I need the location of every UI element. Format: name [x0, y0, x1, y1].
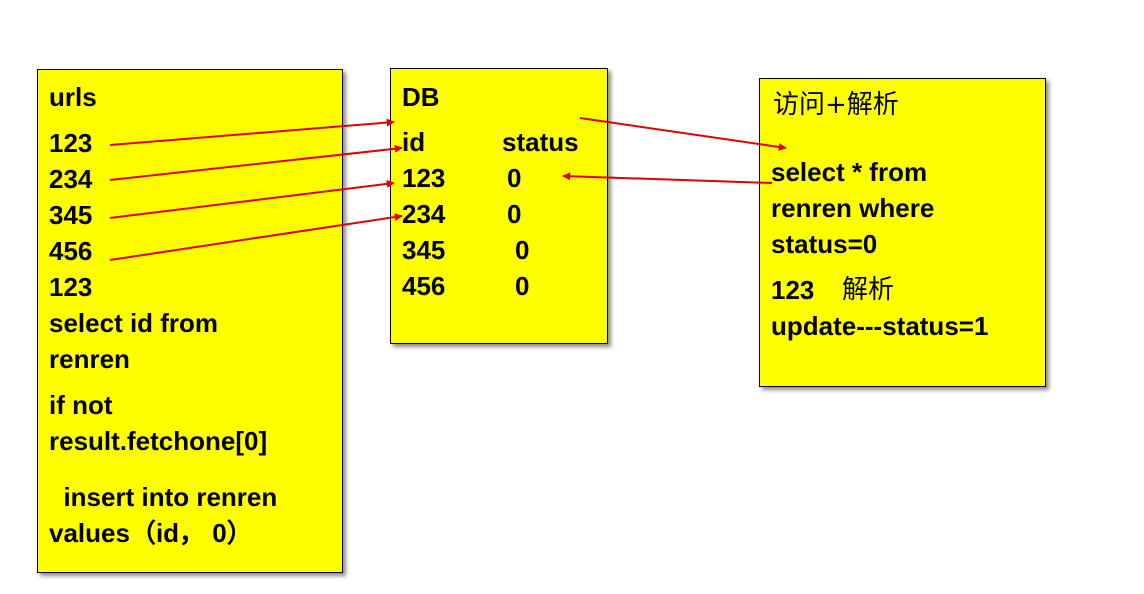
- url-id-1: 123: [49, 128, 93, 158]
- arrow-url-345-to-db: [109, 179, 395, 219]
- db-row-1-status: 0: [507, 163, 522, 193]
- db-row-4-status: 0: [515, 271, 530, 301]
- url-id-5: 123: [49, 272, 93, 302]
- urls-insert-line-2: values（id， 0）: [49, 518, 253, 548]
- db-row-2-status: 0: [507, 199, 522, 229]
- parse-title: 访问+解析: [773, 90, 899, 120]
- arrow-url-234-to-db: [109, 144, 403, 181]
- parse-update-line: update---status=1: [771, 311, 989, 341]
- urls-query-line-2: renren: [49, 344, 130, 374]
- url-id-2: 234: [49, 164, 93, 194]
- arrow-db-to-parse: [579, 117, 787, 151]
- parse-line-id: 123: [771, 275, 815, 305]
- url-id-4: 456: [49, 236, 93, 266]
- db-row-4-id: 456: [402, 271, 446, 301]
- urls-cond-line-1: if not: [49, 390, 113, 420]
- urls-insert-line-1: insert into renren: [49, 482, 278, 512]
- db-row-3-status: 0: [515, 235, 530, 265]
- urls-title: urls: [49, 82, 97, 112]
- urls-query-line-1: select id from: [49, 308, 219, 338]
- db-title: DB: [402, 82, 440, 112]
- parse-line-text: 解析: [842, 275, 895, 305]
- db-col-id: id: [402, 127, 426, 157]
- db-box: [390, 68, 608, 344]
- urls-box: [37, 69, 343, 573]
- db-row-3-id: 345: [402, 235, 446, 265]
- db-row-2-id: 234: [402, 199, 446, 229]
- parse-box: [759, 78, 1046, 387]
- urls-cond-line-2: result.fetchone[0]: [49, 426, 268, 456]
- parse-query-line-2: renren where: [771, 193, 935, 223]
- arrow-url-123-to-db: [109, 118, 395, 146]
- parse-query-line-1: select * from: [771, 157, 928, 187]
- parse-query-line-3: status=0: [771, 229, 878, 259]
- arrow-parse-to-db: [562, 172, 773, 184]
- url-id-3: 345: [49, 200, 93, 230]
- arrow-url-456-to-db: [109, 213, 403, 261]
- db-col-status: status: [502, 127, 579, 157]
- db-row-1-id: 123: [402, 163, 446, 193]
